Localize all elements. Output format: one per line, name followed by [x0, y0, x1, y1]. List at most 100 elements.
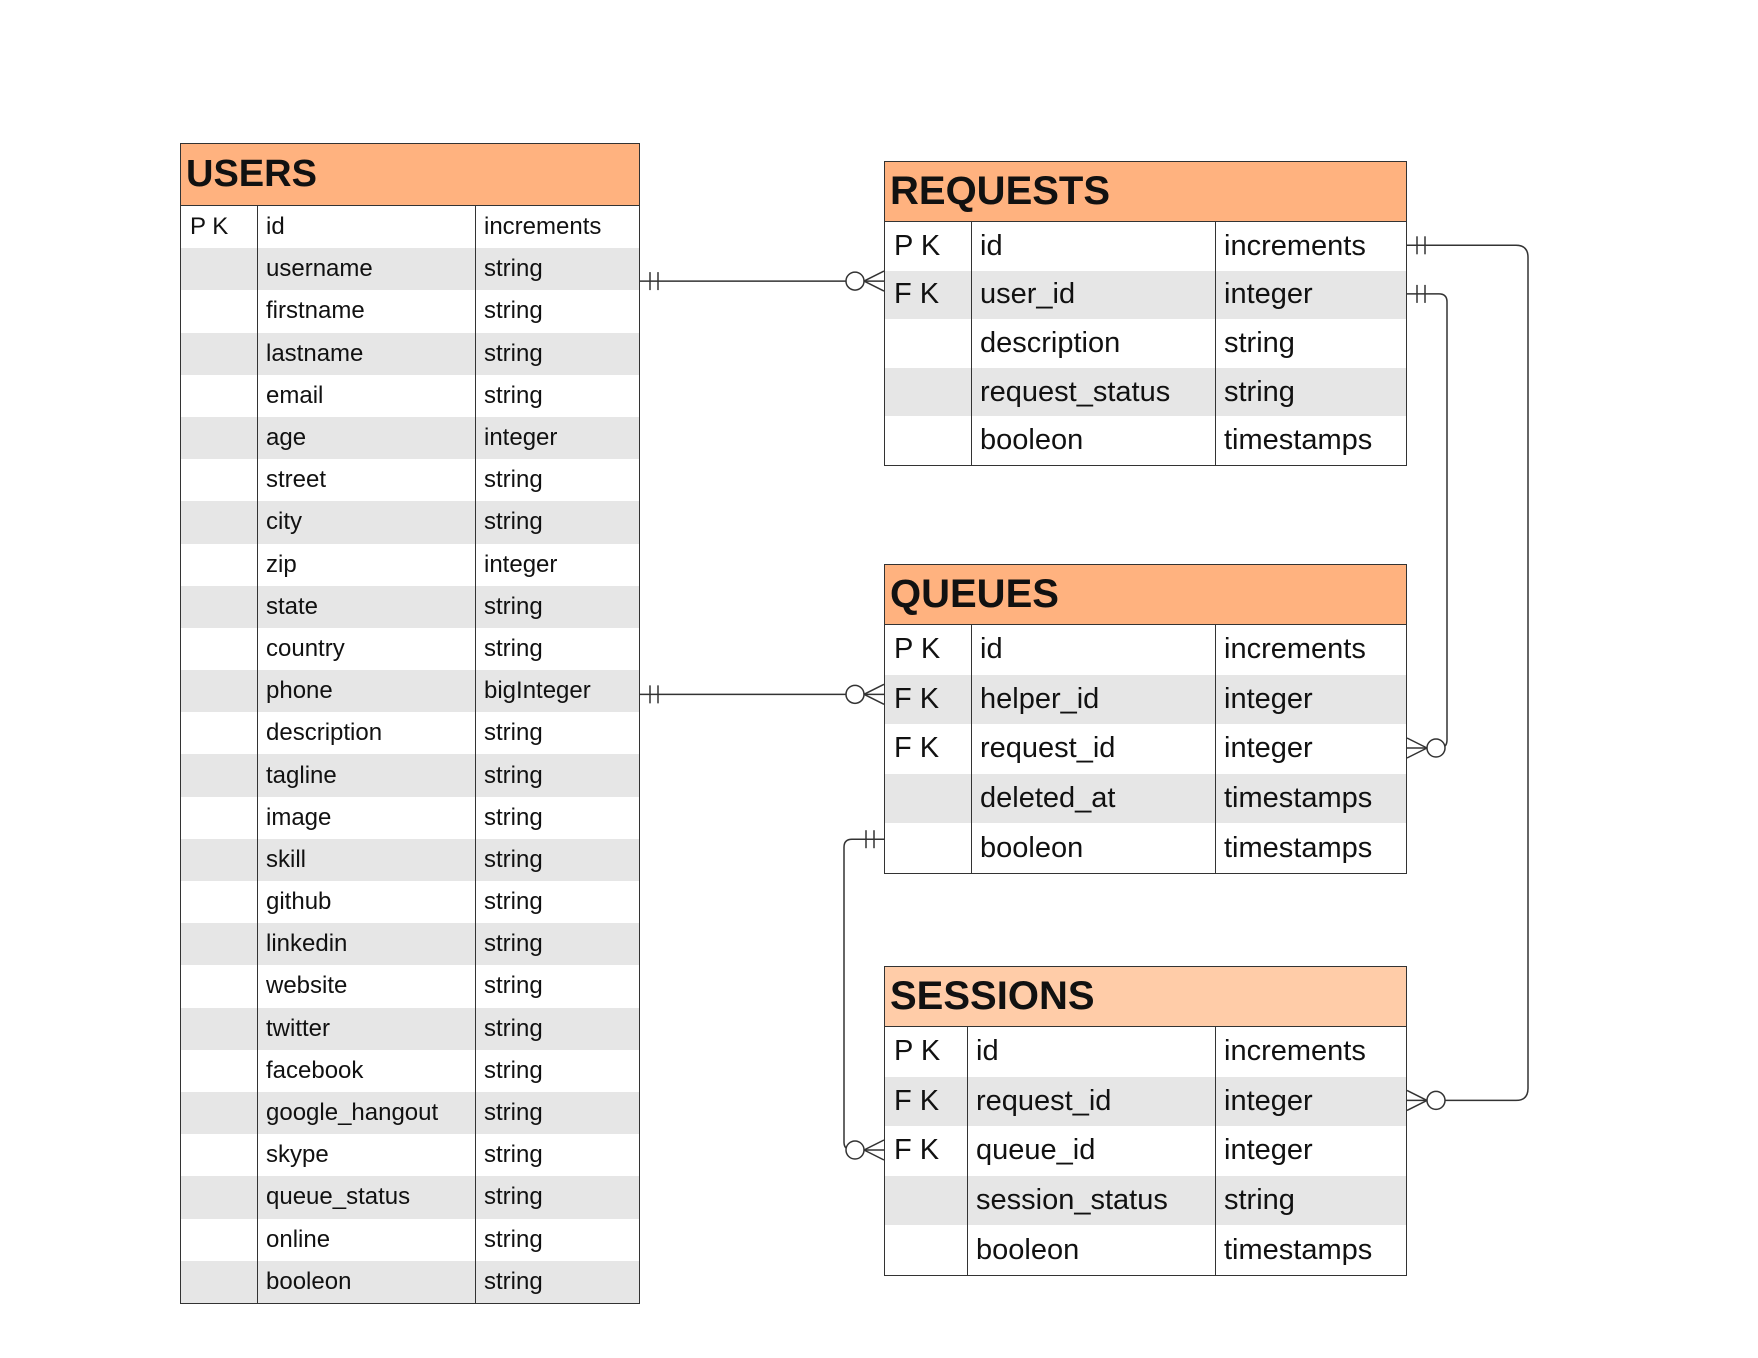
- column-name-cell: description: [980, 326, 1121, 359]
- crows-foot: [863, 693, 885, 706]
- column-name-cell: request_id: [980, 732, 1116, 765]
- crows-foot: [863, 1149, 885, 1161]
- table-row[interactable]: skype string: [181, 1134, 639, 1176]
- column-type-cell: integer: [1224, 732, 1313, 765]
- table-row[interactable]: session_status string: [885, 1175, 1406, 1226]
- column-type-cell: string: [484, 1099, 543, 1127]
- column-type-cell: integer: [1224, 682, 1313, 715]
- key-cell: P K: [894, 229, 941, 262]
- column-name-cell: session_status: [976, 1184, 1168, 1217]
- column-type-cell: string: [484, 1183, 543, 1211]
- table-row[interactable]: F K request_id integer: [885, 724, 1406, 774]
- column-name-cell: image: [266, 803, 332, 831]
- column-divider: [1215, 1027, 1216, 1275]
- sessions-title: SESSIONS: [885, 967, 1406, 1027]
- relationship-line: [1407, 244, 1529, 1102]
- column-name-cell: request_status: [980, 375, 1171, 408]
- column-type-cell: string: [484, 1267, 543, 1295]
- zero-circle: [845, 684, 865, 705]
- column-name-cell: state: [266, 592, 319, 620]
- column-name-cell: skype: [266, 1141, 329, 1169]
- column-name-cell: linkedin: [266, 930, 348, 958]
- key-cell: F K: [894, 732, 940, 765]
- column-type-cell: string: [484, 719, 543, 747]
- crows-foot: [863, 1139, 885, 1151]
- zero-circle: [845, 271, 865, 291]
- column-name-cell: github: [266, 888, 332, 916]
- column-type-cell: string: [484, 381, 543, 409]
- column-name-cell: age: [266, 424, 307, 452]
- column-type-cell: string: [484, 972, 543, 1000]
- column-type-cell: integer: [484, 424, 558, 452]
- column-name-cell: street: [266, 466, 327, 494]
- column-name-cell: id: [980, 633, 1003, 666]
- column-divider: [1215, 625, 1216, 873]
- column-type-cell: string: [484, 761, 543, 789]
- queues-title: QUEUES: [885, 565, 1406, 625]
- column-type-cell: string: [484, 1225, 543, 1253]
- key-cell: F K: [894, 682, 940, 715]
- relationship-line: [843, 838, 884, 1151]
- column-name-cell: google_hangout: [266, 1099, 439, 1127]
- column-name-cell: booleon: [976, 1233, 1080, 1266]
- column-type-cell: integer: [1224, 1084, 1313, 1117]
- column-type-cell: string: [1224, 1184, 1295, 1217]
- column-name-cell: deleted_at: [980, 782, 1116, 815]
- column-name-cell: queue_id: [976, 1134, 1096, 1167]
- column-divider: [971, 222, 972, 465]
- column-name-cell: booleon: [266, 1267, 352, 1295]
- key-cell: F K: [894, 1084, 940, 1117]
- column-type-cell: integer: [484, 550, 558, 578]
- column-name-cell: user_id: [980, 278, 1076, 311]
- column-type-cell: string: [484, 1014, 543, 1042]
- key-cell: F K: [894, 278, 940, 311]
- column-divider: [257, 206, 258, 1303]
- column-type-cell: timestamps: [1224, 424, 1373, 457]
- table-row[interactable]: booleon timestamps: [885, 1225, 1406, 1275]
- column-name-cell: booleon: [980, 831, 1084, 864]
- crows-foot: [863, 270, 885, 282]
- crows-foot: [863, 683, 885, 696]
- column-name-cell: phone: [266, 677, 333, 705]
- key-cell: P K: [894, 1035, 941, 1068]
- crows-foot: [1406, 1089, 1428, 1102]
- column-name-cell: twitter: [266, 1014, 331, 1042]
- column-type-cell: string: [484, 1141, 543, 1169]
- crows-foot: [1406, 747, 1428, 759]
- column-type-cell: timestamps: [1224, 1233, 1373, 1266]
- crows-foot: [1406, 1099, 1428, 1112]
- column-divider: [967, 1027, 968, 1275]
- column-type-cell: increments: [1224, 633, 1366, 666]
- column-type-cell: increments: [1224, 229, 1366, 262]
- column-type-cell: string: [1224, 375, 1295, 408]
- column-type-cell: increments: [1224, 1035, 1366, 1068]
- key-cell: P K: [190, 213, 229, 241]
